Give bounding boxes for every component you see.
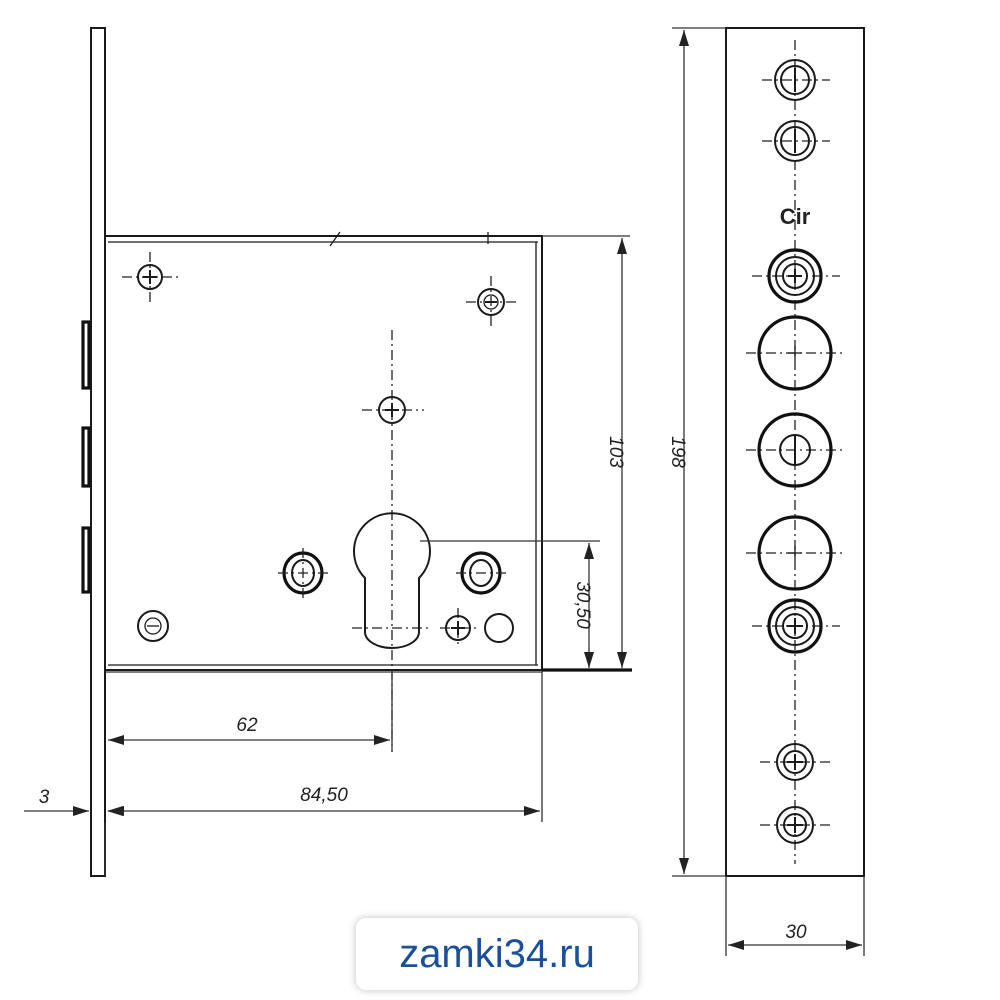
faceplate-screw-top-2 xyxy=(762,120,830,162)
dim-faceplate-height-label: 198 xyxy=(667,436,688,468)
dim-faceplate-thickness xyxy=(24,806,123,816)
faceplate-screw-bottom-1 xyxy=(760,743,830,781)
dim-cylinder-offset-label: 30,50 xyxy=(572,581,593,629)
faceplate-screw-top-1 xyxy=(762,59,830,101)
screw-hole-cylinder xyxy=(440,608,478,646)
dim-body-height-label: 103 xyxy=(605,436,626,468)
front-faceplate xyxy=(725,27,865,877)
dim-faceplate-thickness-label: 3 xyxy=(39,787,50,808)
dim-backset-label: 62 xyxy=(236,715,258,736)
screw-hole-spindle xyxy=(362,396,424,424)
round-hole xyxy=(484,613,514,643)
faceplate-screw-bottom-2 xyxy=(760,806,830,844)
screw-hole-top-right xyxy=(466,276,516,326)
screw-hole-bottom-left xyxy=(137,610,169,642)
lock-body xyxy=(104,231,543,671)
fixing-hole-right xyxy=(456,551,506,595)
faceplate-screw-upper xyxy=(752,248,840,304)
faceplate-latch-hole xyxy=(746,412,846,488)
dim-cylinder-offset xyxy=(420,540,600,668)
watermark-text: zamki34.ru xyxy=(399,931,595,976)
faceplate-logo: Cir xyxy=(780,204,811,229)
fixing-hole-left xyxy=(278,548,328,600)
screw-hole-top-left xyxy=(122,252,178,304)
faceplate-screw-lower xyxy=(752,598,840,654)
dim-faceplate-height xyxy=(679,30,689,874)
dim-body-height xyxy=(105,235,632,673)
side-faceplate xyxy=(90,27,106,877)
faceplate-bolt-hole-2 xyxy=(746,515,846,591)
dim-body-depth xyxy=(104,670,543,876)
dim-backset xyxy=(108,670,393,752)
dim-faceplate-width xyxy=(725,876,865,956)
watermark-badge: zamki34.ru xyxy=(356,918,638,990)
dim-body-depth-label: 84,50 xyxy=(300,785,348,806)
dim-faceplate-width-label: 30 xyxy=(785,922,807,943)
faceplate-bolt-hole-1 xyxy=(746,315,846,391)
faceplate-tabs xyxy=(81,320,91,594)
euro-cylinder-cutout xyxy=(352,512,431,649)
